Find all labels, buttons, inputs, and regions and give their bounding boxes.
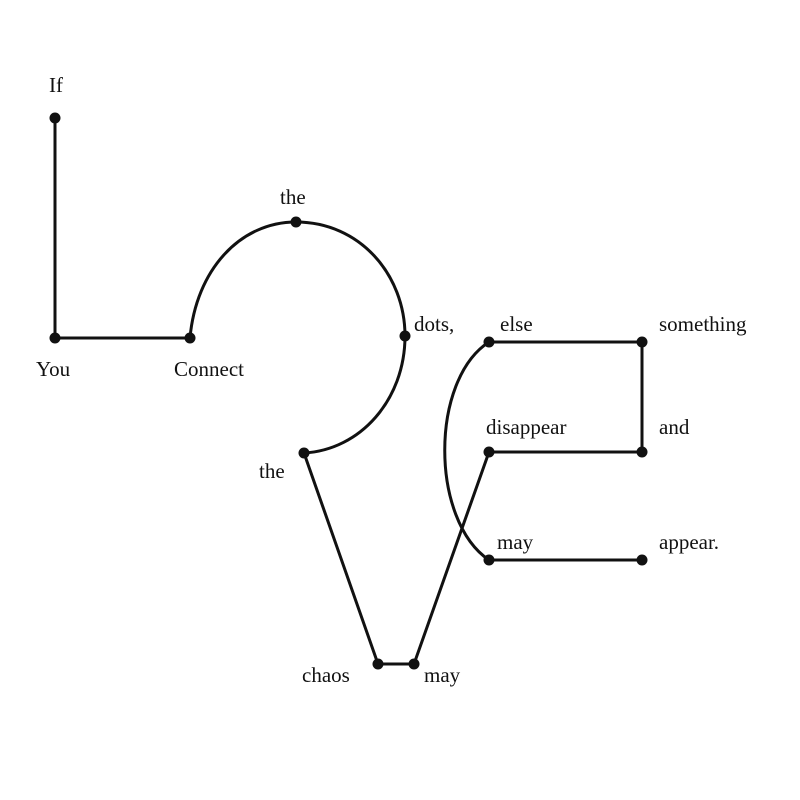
line-the-to-chaos: [302, 451, 380, 666]
word-and: and: [659, 415, 690, 439]
node-may-bottom: [408, 658, 420, 670]
arc-connect-to-the: [188, 220, 298, 340]
node-if: [49, 112, 61, 124]
node-connect: [184, 332, 196, 344]
word-else: else: [500, 312, 533, 336]
arc-else-to-may: [443, 340, 491, 562]
word-disappear: disappear: [486, 415, 566, 439]
node-you: [49, 332, 61, 344]
node-dots: [49, 112, 648, 670]
word-chaos: chaos: [302, 663, 350, 687]
word-the-lower: the: [259, 459, 285, 483]
arc-dots-to-the: [302, 334, 407, 455]
node-the-lower: [298, 447, 310, 459]
node-disappear: [483, 446, 495, 458]
word-may-bottom: may: [424, 663, 461, 687]
line-may-to-disappear: [412, 450, 491, 666]
node-the-top: [290, 216, 302, 228]
word-connect: Connect: [174, 357, 244, 381]
node-else: [483, 336, 495, 348]
word-you: You: [36, 357, 71, 381]
word-labels: If You Connect the dots, the chaos may e…: [36, 73, 747, 687]
word-something: something: [659, 312, 747, 336]
word-dots: dots,: [414, 312, 454, 336]
arc-the-to-dots: [294, 220, 407, 338]
word-may-right: may: [497, 530, 534, 554]
node-chaos: [372, 658, 384, 670]
connector-lines: [53, 116, 644, 666]
node-something: [636, 336, 648, 348]
node-may-right: [483, 554, 495, 566]
node-dots: [399, 330, 411, 342]
word-if: If: [49, 73, 63, 97]
word-appear: appear.: [659, 530, 719, 554]
word-the-top: the: [280, 185, 306, 209]
node-appear: [636, 554, 648, 566]
node-and: [636, 446, 648, 458]
